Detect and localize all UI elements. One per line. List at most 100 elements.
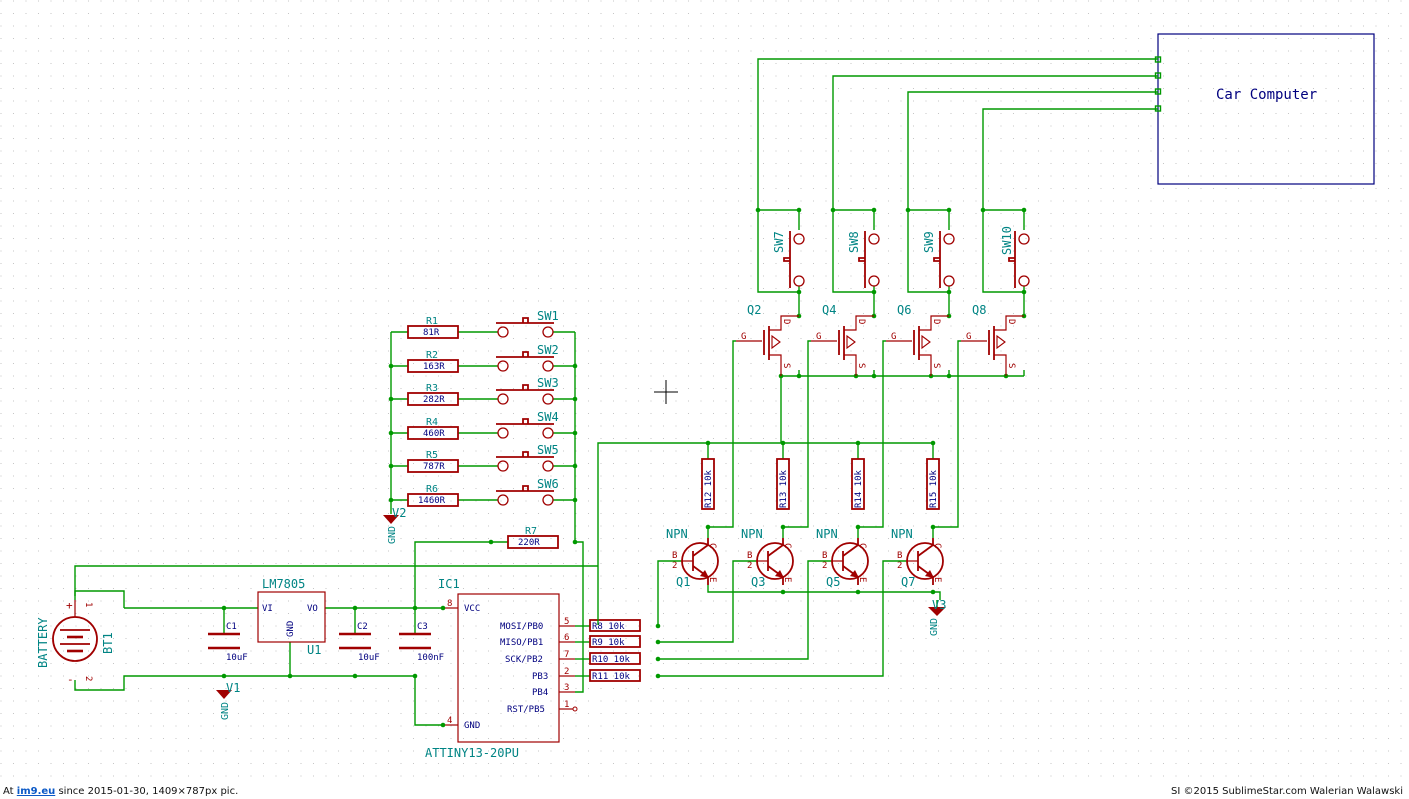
mosfet-q2[interactable]: Q2 G D S — [736, 303, 799, 376]
ladder-switch-ref: SW6 — [537, 477, 559, 491]
sw9-ref: SW9 — [922, 231, 936, 253]
resistor-r12[interactable]: R12 10k — [701, 443, 715, 510]
svg-text:Q5: Q5 — [826, 575, 840, 589]
capacitor-c2[interactable]: C2 10uF — [339, 622, 380, 663]
svg-text:B: B — [747, 551, 752, 561]
resistor-r15[interactable]: R15 10k — [926, 443, 940, 510]
ladder-resistor-ref: R3 — [426, 383, 438, 394]
svg-text:R11 10k: R11 10k — [592, 672, 631, 682]
ground-v3: V3 GND — [928, 598, 946, 636]
power-wires — [74, 541, 598, 726]
svg-text:D: D — [1006, 319, 1016, 324]
svg-text:Q3: Q3 — [751, 575, 765, 589]
svg-text:2: 2 — [822, 561, 827, 571]
svg-text:B: B — [672, 551, 677, 561]
ladder-switch-contact — [497, 460, 509, 472]
svg-text:E: E — [932, 577, 942, 582]
footer-right: SI ©2015 SublimeStar.com Walerian Walaws… — [1171, 786, 1403, 797]
regulator-u1[interactable]: LM7805 U1 VI VO GND — [257, 577, 326, 657]
svg-text:NPN: NPN — [891, 527, 913, 541]
ladder-resistor-ref: R2 — [426, 350, 438, 361]
svg-text:S: S — [856, 363, 866, 368]
resistor-r13[interactable]: R13 10k — [776, 443, 790, 510]
top-switch-group: SW7 SW8 SW9 — [755, 207, 1030, 293]
resistor-r7[interactable]: R7 220R — [488, 526, 559, 549]
ladder-resistor[interactable] — [407, 325, 459, 339]
npn-q1[interactable]: NPN Q1 B 2 C E — [666, 527, 719, 589]
ladder-resistor[interactable] — [407, 459, 459, 473]
footer-left: At im9.eu since 2015-01-30, 1409×787px p… — [3, 786, 239, 797]
svg-text:C2: C2 — [357, 622, 368, 632]
switch-sw10[interactable]: SW10 — [980, 207, 1030, 293]
svg-text:D: D — [781, 319, 791, 324]
ladder-resistor-value: 787R — [423, 462, 445, 472]
ladder-resistor[interactable] — [407, 426, 459, 440]
ic1-ref: IC1 — [438, 577, 460, 591]
npn-q5[interactable]: NPN Q5 B 2 C E — [816, 527, 869, 589]
ladder-switch-ref: SW1 — [537, 309, 559, 323]
svg-text:GND: GND — [220, 702, 231, 720]
svg-text:E: E — [707, 577, 717, 582]
resistor-r14[interactable]: R14 10k — [851, 443, 865, 510]
mosfet-q8[interactable]: Q8 G D S — [961, 303, 1024, 376]
svg-text:C3: C3 — [417, 622, 428, 632]
svg-text:8: 8 — [447, 599, 452, 609]
footer-site-link[interactable]: im9.eu — [16, 786, 56, 797]
ladder-resistor[interactable] — [407, 493, 459, 507]
mosfet-q6[interactable]: Q6 G D S — [886, 303, 949, 376]
ladder-rows: R181RSW1R2163RSW2R3282RSW3R4460RSW4R5787… — [391, 309, 575, 507]
ladder-switch-ref: SW5 — [537, 443, 559, 457]
ic1-attiny13[interactable]: IC1 ATTINY13-20PU VCC GND 8 4 MOSI/PB0 M… — [425, 577, 578, 760]
ladder-resistor-ref: R5 — [426, 450, 438, 461]
ladder-resistor-value: 282R — [423, 395, 445, 405]
ladder-switch-contact — [497, 494, 509, 506]
svg-text:VCC: VCC — [464, 604, 480, 614]
svg-text:E: E — [857, 577, 867, 582]
svg-text:NPN: NPN — [816, 527, 838, 541]
ladder-switch-ref: SW4 — [537, 410, 559, 424]
battery-bt1[interactable]: BATTERY BT1 + - 1 2 — [36, 599, 115, 686]
crosshair-cursor-icon — [654, 380, 678, 404]
car-computer-block[interactable]: Car Computer — [1154, 33, 1375, 185]
svg-text:D: D — [931, 319, 941, 324]
ladder-resistor[interactable] — [407, 359, 459, 373]
svg-text:7: 7 — [564, 650, 569, 660]
svg-text:R13 10k: R13 10k — [779, 469, 789, 508]
svg-text:G: G — [816, 332, 821, 342]
gate-wires — [707, 340, 961, 538]
svg-text:SCK/PB2: SCK/PB2 — [505, 655, 543, 665]
npn-q3[interactable]: NPN Q3 B 2 C E — [741, 527, 794, 589]
svg-text:S: S — [781, 363, 791, 368]
npn-q7[interactable]: NPN Q7 B 2 C E — [891, 527, 944, 589]
svg-text:5: 5 — [564, 617, 569, 627]
capacitor-c3[interactable]: C3 100nF — [399, 622, 444, 663]
svg-text:R7: R7 — [525, 526, 537, 537]
switch-sw7[interactable]: SW7 — [755, 207, 805, 293]
switch-sw9[interactable]: SW9 — [905, 207, 955, 293]
svg-text:2: 2 — [897, 561, 902, 571]
svg-text:1: 1 — [564, 700, 569, 710]
svg-text:2: 2 — [564, 667, 569, 677]
switch-sw8[interactable]: SW8 — [830, 207, 880, 293]
mosfet-q4[interactable]: Q4 G D S — [811, 303, 874, 376]
svg-text:R14 10k: R14 10k — [854, 469, 864, 508]
svg-text:R12 10k: R12 10k — [704, 469, 714, 508]
ladder-switch-contact — [542, 494, 554, 506]
ladder-resistor-ref: R1 — [426, 316, 438, 327]
q6-ref: Q6 — [897, 303, 911, 317]
q8-ref: Q8 — [972, 303, 986, 317]
capacitor-c1[interactable]: C1 10uF — [208, 622, 248, 663]
svg-text:10uF: 10uF — [358, 653, 380, 663]
ladder-resistor[interactable] — [407, 392, 459, 406]
svg-text:C: C — [932, 543, 942, 548]
svg-text:R9 10k: R9 10k — [592, 638, 625, 648]
ladder-switch-contact — [497, 360, 509, 372]
svg-text:G: G — [966, 332, 971, 342]
ladder-resistor-ref: R6 — [426, 484, 438, 495]
